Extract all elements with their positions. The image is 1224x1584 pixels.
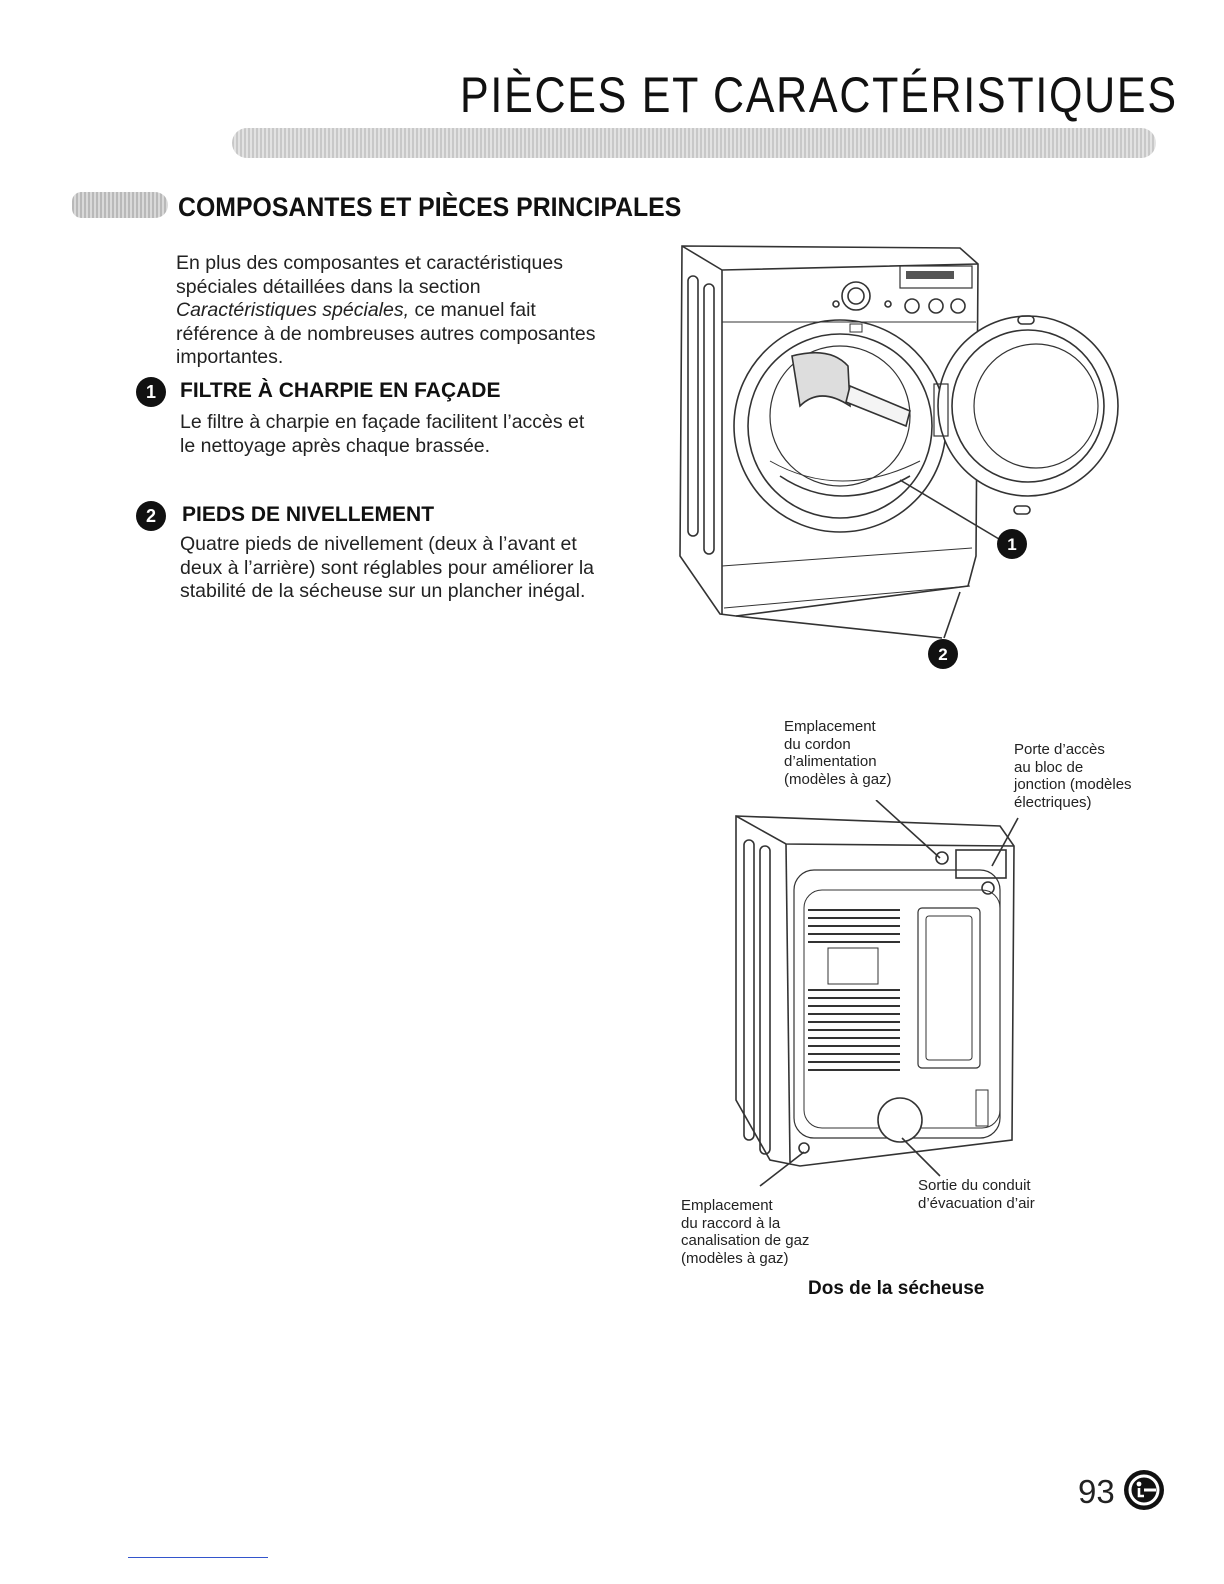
item-2-body: Quatre pieds de nivellement (deux à l’av… [180,533,595,602]
page-number: 93 [1078,1473,1115,1510]
callout-power-cord-line: d’alimentation [784,753,877,770]
callout-power-cord-line: du cordon [784,735,851,753]
front-marker-2-label: 2 [938,645,947,664]
footer-rule [128,1557,268,1558]
dryer-back-illustration [735,800,1019,1187]
callout-terminal-block-line: au bloc de [1014,758,1084,776]
callout-gas-line: du raccord à la [681,1214,781,1232]
intro-paragraph: En plus des composantes et caractéristiq… [176,252,596,370]
section-decorative-pill [72,192,168,218]
title-decorative-bar [232,128,1156,158]
front-marker-1-icon [997,529,1027,559]
lg-logo-icon [1124,1470,1164,1510]
item-2-number-badge: 2 [136,501,166,531]
callout-terminal-block-line: électriques) [1014,793,1092,811]
item-1-body: Le filtre à charpie en façade facilitent… [180,411,585,457]
front-marker-1-label: 1 [1007,535,1016,554]
item-1-heading: FILTRE À CHARPIE EN FAÇADE [180,379,501,402]
callout-terminal-block-line: jonction (modèles [1014,776,1132,793]
intro-text-start: En plus des composantes et caractéristiq… [176,252,563,298]
intro-text-end: ce manuel fait référence à de nombreuses… [176,299,596,368]
figure-caption: Dos de la sécheuse [808,1278,985,1299]
callout-exhaust-line: d’évacuation d’air [918,1194,1035,1212]
intro-text-reference: Caractéristiques spéciales, [176,299,410,321]
callout-exhaust: Sortie du conduit d’évacuation d’air [918,1177,1035,1212]
section-heading: COMPOSANTES ET PIÈCES PRINCIPALES [178,192,682,222]
item-2-heading: PIEDS DE NIVELLEMENT [182,503,435,526]
callout-gas-line: (modèles à gaz) [681,1249,789,1267]
item-1-number-badge: 1 [136,377,166,407]
callout-power-cord: Emplacement du cordon d’alimentation (mo… [784,718,892,788]
callout-terminal-block: Porte d’accès au bloc de jonction (modèl… [1014,741,1132,811]
dryer-front-illustration: 1 2 [679,245,1119,669]
callout-gas-line: canalisation de gaz [681,1232,810,1249]
callout-exhaust-line: Sortie du conduit [918,1177,1031,1194]
callout-gas-line: Emplacement [681,1197,773,1214]
callout-power-cord-line: Emplacement [784,718,876,735]
callout-gas-connection: Emplacement du raccord à la canalisation… [681,1197,809,1267]
page-title: PIÈCES ET CARACTÉRISTIQUES [460,67,1178,123]
front-marker-2-icon [928,639,958,669]
callout-terminal-block-line: Porte d’accès [1014,741,1105,758]
callout-power-cord-line: (modèles à gaz) [784,770,892,788]
